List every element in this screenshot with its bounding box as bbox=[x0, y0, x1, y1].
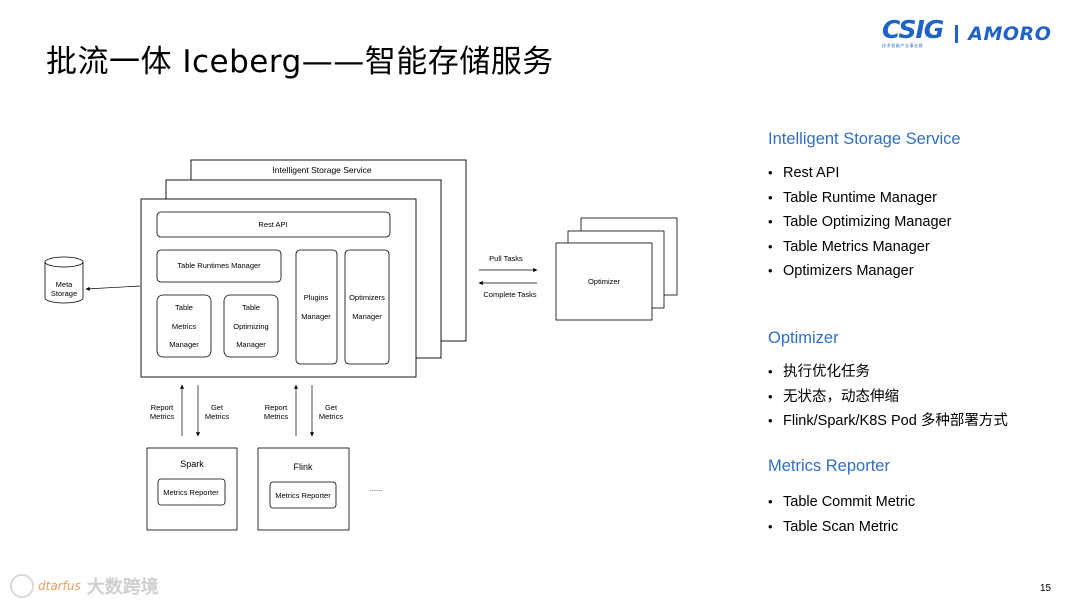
watermark-brand: dtarfus bbox=[38, 579, 81, 593]
csig-logo-subtitle: 技术智能产业事业群 bbox=[882, 43, 924, 48]
list-item: Table Runtime Manager bbox=[768, 186, 958, 211]
section-items: Table Commit Metric Table Scan Metric bbox=[768, 490, 915, 539]
table-runtimes-manager-label: Table Runtimes Manager bbox=[177, 261, 261, 270]
list-item: Flink/Spark/K8S Pod 多种部署方式 bbox=[768, 409, 1008, 434]
page-title: 批流一体 Iceberg——智能存储服务 bbox=[46, 44, 554, 80]
table-metrics-manager-line2: Metrics bbox=[172, 322, 196, 331]
flink-metrics-reporter-box bbox=[269, 481, 337, 509]
meta-storage-line1: Meta bbox=[56, 280, 74, 289]
watermark-circle-icon bbox=[10, 574, 34, 598]
section-optimizer: Optimizer 执行优化任务 无状态，动态伸缩 Flink/Spark/K8… bbox=[768, 329, 1008, 434]
watermark: dtarfus 大数跨境 bbox=[10, 573, 159, 599]
list-item: Table Optimizing Manager bbox=[768, 210, 958, 235]
amoro-logo-text: AMORO bbox=[968, 22, 1052, 45]
optimizer-label: Optimizer bbox=[588, 277, 621, 286]
meta-storage-arrow bbox=[85, 285, 141, 291]
flink-metrics-reporter-label: Metrics Reporter bbox=[275, 491, 331, 500]
table-metrics-manager-line3: Manager bbox=[169, 340, 199, 349]
watermark-text: 大数跨境 bbox=[86, 577, 159, 598]
table-metrics-manager-box bbox=[156, 294, 212, 358]
section-title: Metrics Reporter bbox=[768, 457, 890, 475]
plugins-manager-box bbox=[295, 249, 338, 365]
rest-api-label: Rest API bbox=[258, 220, 287, 229]
table-optimizing-manager-box bbox=[223, 294, 279, 358]
flink-get-metrics-line1: Get bbox=[325, 403, 338, 412]
meta-storage-cylinder bbox=[44, 256, 84, 304]
spark-metrics-reporter-box bbox=[157, 478, 226, 506]
csig-logo: CSIG 技术智能产业事业群 bbox=[882, 15, 944, 49]
complete-tasks-label: Complete Tasks bbox=[483, 290, 536, 299]
optimizers-manager-line1: Optimizers bbox=[349, 293, 385, 302]
more-engines-ellipsis: ...... bbox=[370, 484, 383, 493]
flink-report-metrics-line2: Metrics bbox=[264, 412, 288, 421]
list-item: 无状态，动态伸缩 bbox=[768, 385, 1008, 410]
optimizer-frame-front bbox=[555, 242, 653, 321]
section-title: Optimizer bbox=[768, 329, 839, 347]
section-metrics-reporter: Metrics Reporter Table Commit Metric Tab… bbox=[768, 457, 915, 539]
logo: CSIG 技术智能产业事业群 AMORO bbox=[882, 15, 1052, 49]
plugins-manager-line1: Plugins bbox=[304, 293, 329, 302]
logo-divider bbox=[955, 24, 959, 43]
table-optimizing-manager-line3: Manager bbox=[236, 340, 266, 349]
spark-label: Spark bbox=[180, 459, 204, 469]
flink-get-metrics-line2: Metrics bbox=[319, 412, 343, 421]
spark-report-metrics-line1: Report bbox=[151, 403, 174, 412]
table-optimizing-manager-line2: Optimizing bbox=[233, 322, 268, 331]
section-title: Intelligent Storage Service bbox=[768, 130, 961, 148]
optimizers-manager-box bbox=[344, 249, 390, 365]
list-item: Table Commit Metric bbox=[768, 490, 915, 515]
optimizers-manager-line2: Manager bbox=[352, 312, 382, 321]
spark-report-metrics-line2: Metrics bbox=[150, 412, 174, 421]
architecture-diagram: Intelligent Storage Service Rest API Tab… bbox=[44, 159, 678, 531]
section-items: 执行优化任务 无状态，动态伸缩 Flink/Spark/K8S Pod 多种部署… bbox=[768, 360, 1008, 434]
service-title: Intelligent Storage Service bbox=[272, 165, 371, 175]
list-item: Table Metrics Manager bbox=[768, 235, 958, 260]
list-item: Optimizers Manager bbox=[768, 259, 958, 284]
meta-storage-line2: Storage bbox=[51, 289, 77, 298]
plugins-manager-line2: Manager bbox=[301, 312, 331, 321]
table-runtimes-manager-box bbox=[156, 249, 282, 283]
pull-tasks-label: Pull Tasks bbox=[489, 254, 523, 263]
table-optimizing-manager-line1: Table bbox=[242, 303, 260, 312]
table-metrics-manager-line1: Table bbox=[175, 303, 193, 312]
list-item: Table Scan Metric bbox=[768, 515, 915, 540]
spark-get-metrics-line2: Metrics bbox=[205, 412, 229, 421]
section-intelligent-storage-service: Intelligent Storage Service Rest API Tab… bbox=[768, 130, 961, 284]
flink-label: Flink bbox=[293, 462, 313, 472]
list-item: 执行优化任务 bbox=[768, 360, 1008, 385]
list-item: Rest API bbox=[768, 161, 958, 186]
csig-logo-text: CSIG bbox=[882, 15, 944, 44]
spark-metrics-reporter-label: Metrics Reporter bbox=[163, 488, 219, 497]
rest-api-box bbox=[156, 211, 391, 238]
section-items: Rest API Table Runtime Manager Table Opt… bbox=[768, 161, 958, 284]
flink-report-metrics-line1: Report bbox=[265, 403, 288, 412]
page-number: 15 bbox=[1040, 583, 1052, 594]
spark-get-metrics-line1: Get bbox=[211, 403, 224, 412]
